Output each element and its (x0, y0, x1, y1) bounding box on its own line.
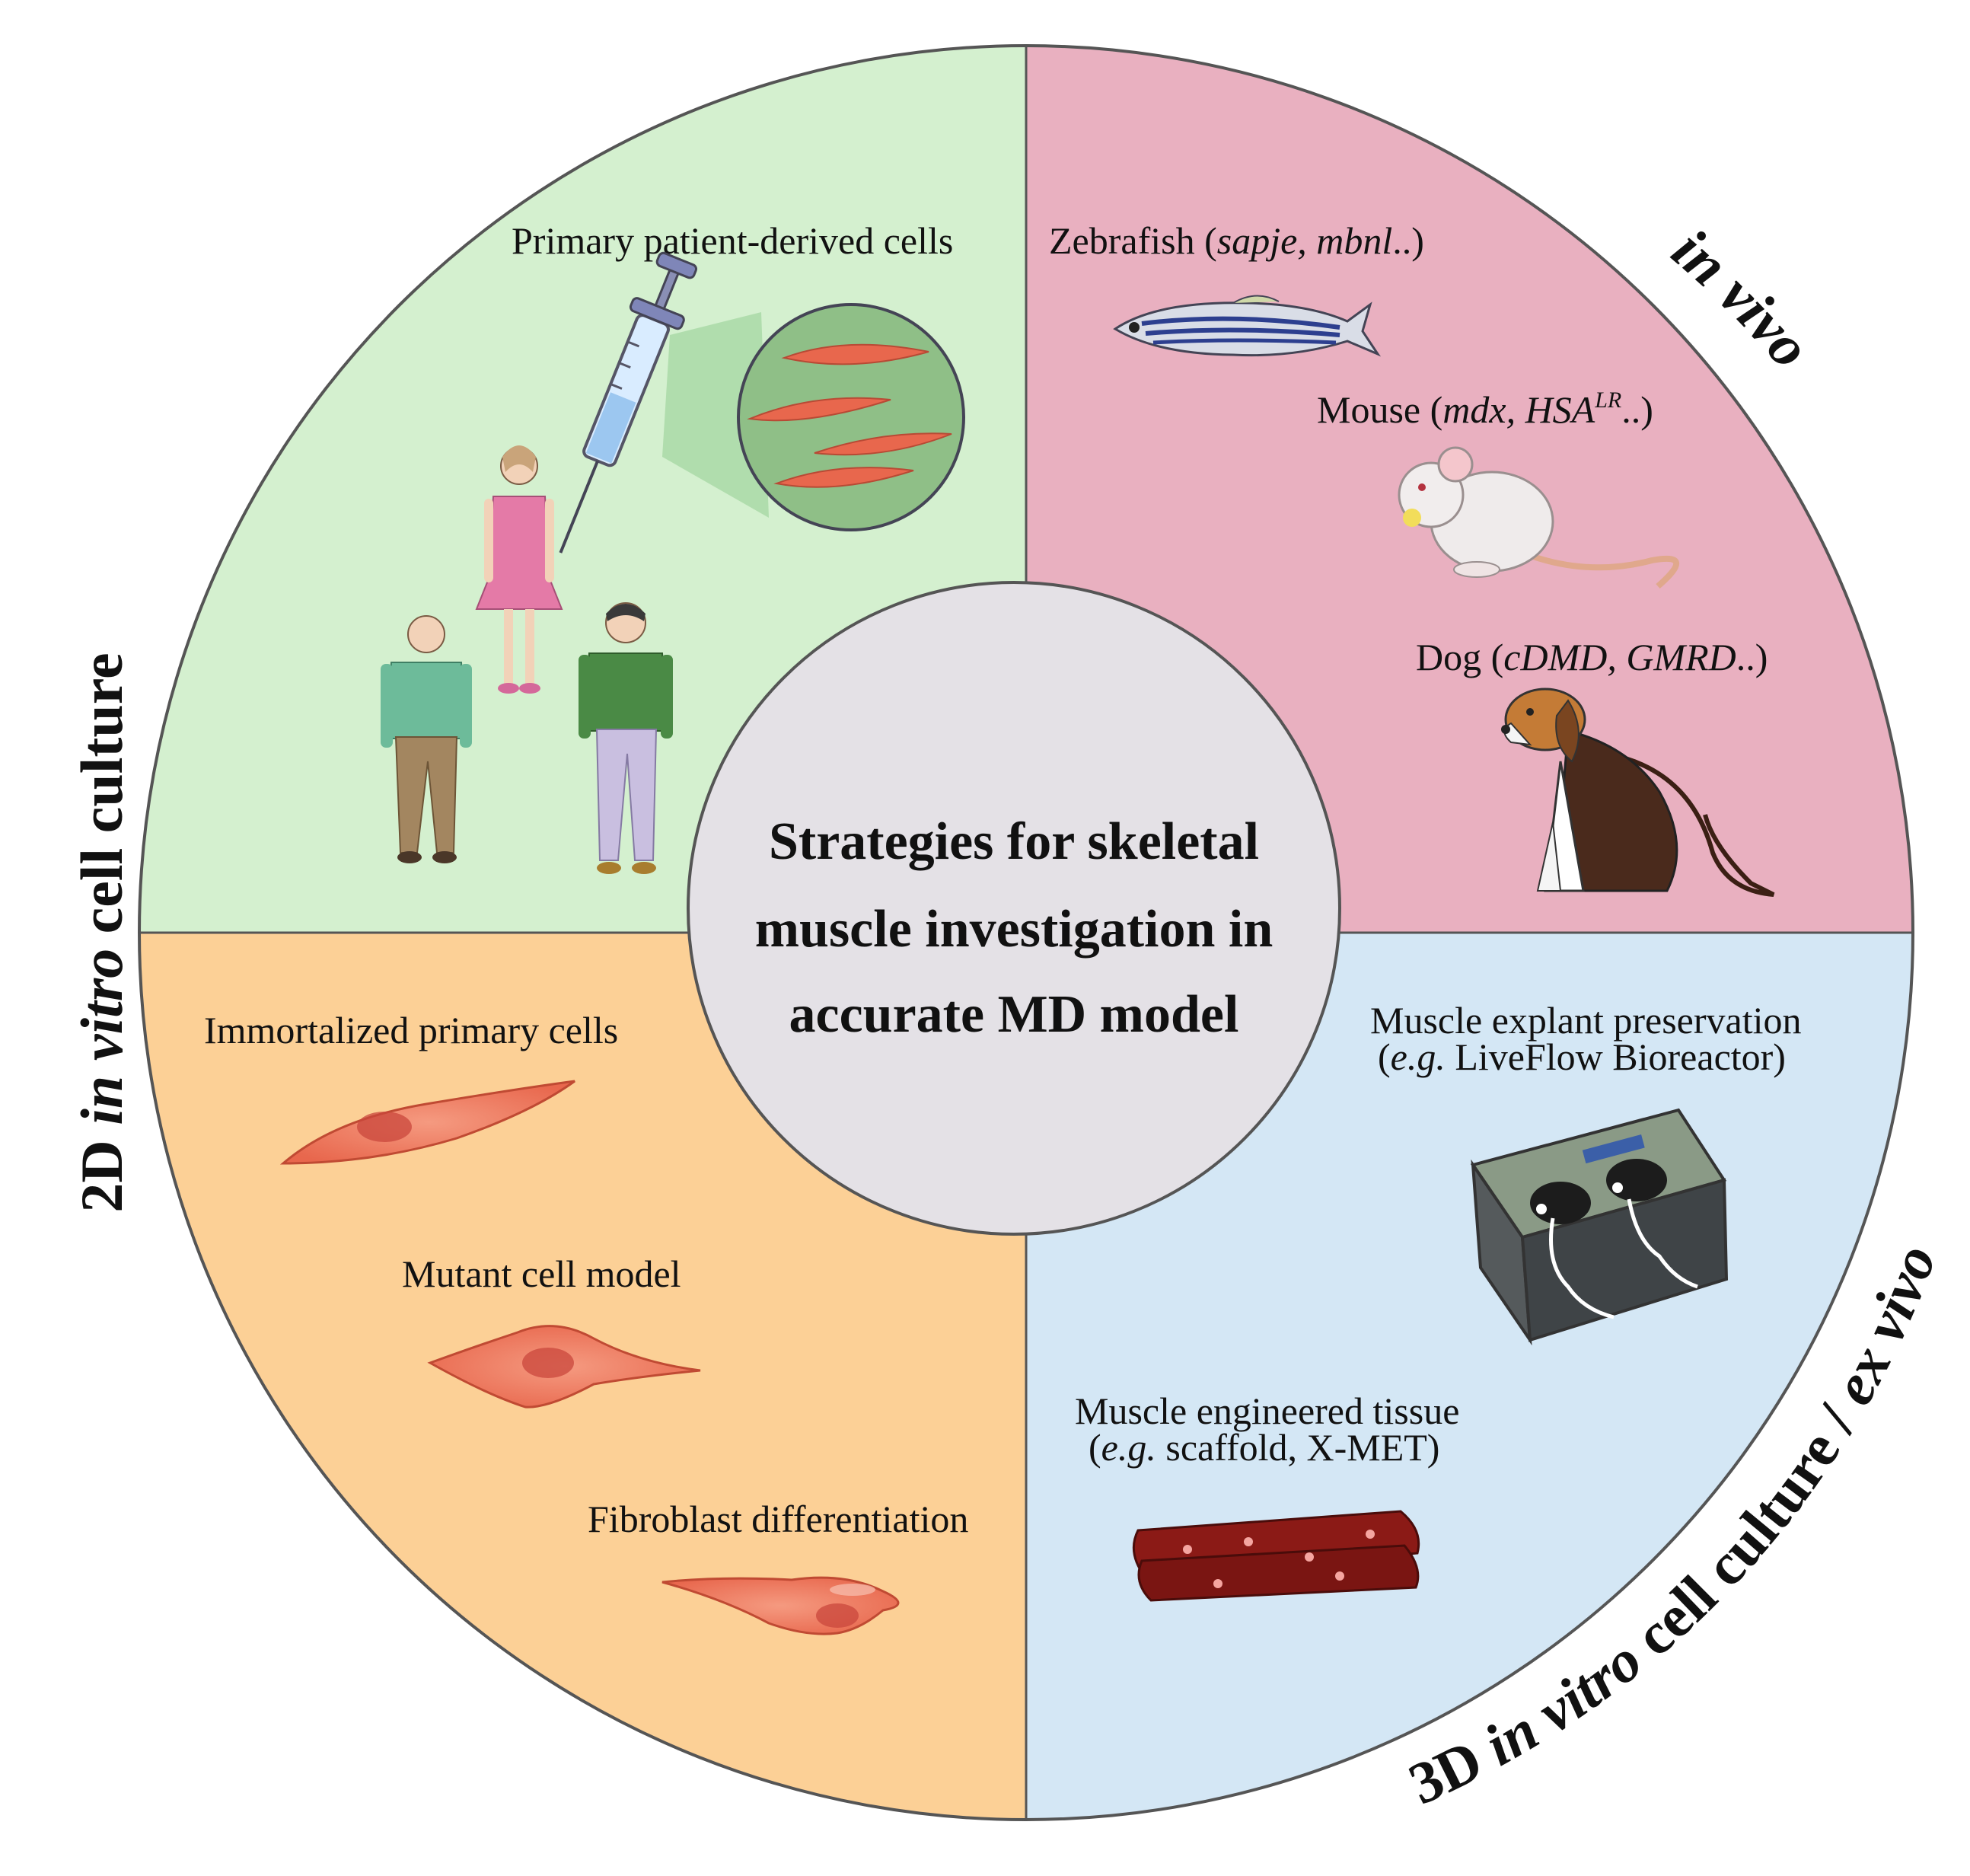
muscle-tissue-icon (1132, 1510, 1420, 1602)
label-fibroblast: Fibroblast differentiation (588, 1498, 968, 1540)
immortalized-cell-icon (279, 1080, 575, 1165)
cell-magnifier-icon (737, 303, 965, 531)
center-title-line1: Strategies for skeletal (769, 812, 1259, 871)
man-icon (579, 602, 673, 874)
label-mutant: Mutant cell model (402, 1252, 681, 1295)
label-engineered-line1: Muscle engineered tissue (1075, 1389, 1459, 1432)
label-zebrafish: Zebrafish (sapje, mbnl..) (1049, 219, 1424, 262)
outer-ring (138, 44, 1914, 1821)
zebrafish-icon (1113, 295, 1382, 357)
label-dog: Dog (cDMD, GMRD..) (1416, 636, 1768, 678)
label-explant-line2: (e.g. LiveFlow Bioreactor) (1378, 1035, 1786, 1078)
woman-icon (475, 445, 563, 694)
elderly-man-icon (381, 615, 472, 863)
center-title-line2: muscle investigation in (755, 900, 1273, 959)
mouse-icon (1398, 446, 1679, 589)
dog-icon (1501, 688, 1775, 897)
center-circle (687, 581, 1341, 1236)
bioreactor-icon (1470, 1108, 1729, 1346)
syringe-icon (559, 251, 698, 554)
label-explant-line1: Muscle explant preservation (1370, 999, 1801, 1042)
label-mouse: Mouse (mdx, HSALR..) (1317, 388, 1653, 431)
label-engineered-line2: (e.g. scaffold, X-MET) (1089, 1426, 1439, 1469)
magnifier-beam (662, 312, 769, 518)
fibroblast-cell-icon (661, 1576, 900, 1635)
mutant-cell-icon (427, 1325, 701, 1409)
center-title-line3: accurate MD model (789, 985, 1239, 1044)
outer-label-2d-in-vitro: 2D in vitro cell culture (69, 652, 135, 1212)
label-immortalized: Immortalized primary cells (204, 1009, 618, 1051)
label-primary-cells: Primary patient-derived cells (512, 219, 953, 262)
